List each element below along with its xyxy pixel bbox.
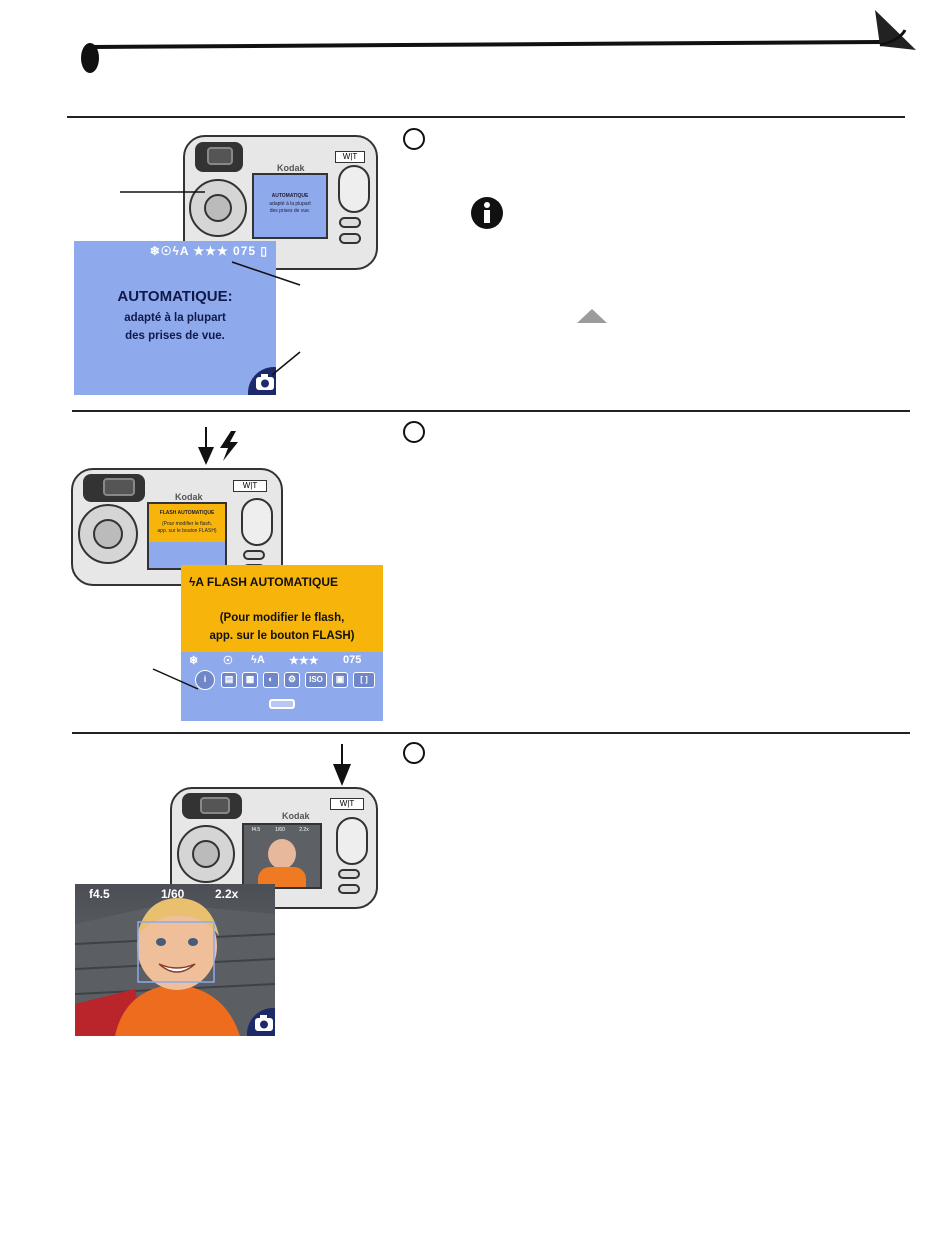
- header-bullet: [81, 43, 99, 73]
- zoom-readout: 2.2x: [215, 887, 239, 901]
- step-marker-2: [403, 421, 425, 443]
- zoom-button: W|T: [233, 480, 267, 492]
- mode-desc-line2: des prises de vue.: [125, 330, 225, 342]
- camera-logo: Kodak: [282, 811, 310, 821]
- mode-title: AUTOMATIQUE:: [117, 288, 233, 305]
- shutter-readout: 1/60: [161, 887, 185, 901]
- flash-mode-header: ϟA FLASH AUTOMATIQUE: [189, 575, 339, 589]
- divider-1: [67, 116, 905, 118]
- lcd-screen-automatique: ❄☉ϟA ★★★ 075 ▯ AUTOMATIQUE: adapté à la …: [74, 241, 276, 395]
- status-flash: ϟA: [251, 654, 265, 666]
- divider-2: [72, 410, 910, 412]
- camera-lcd: AUTOMATIQUE adapté à la plupart des pris…: [252, 173, 328, 239]
- joystick: [93, 519, 123, 549]
- photo-boy: [75, 898, 275, 1036]
- flash-help-line2: app. sur le bouton FLASH): [209, 630, 355, 642]
- info-menu-icon[interactable]: i: [195, 670, 215, 690]
- zoom-button: W|T: [330, 798, 364, 810]
- step-marker-3: [403, 742, 425, 764]
- info-icon: [469, 196, 505, 230]
- focus-icon[interactable]: [ ]: [353, 672, 375, 688]
- header-line: [91, 40, 881, 49]
- status-quality: ★★★: [289, 655, 319, 667]
- camera-lcd: f4.5 1/60 2.2x: [242, 823, 322, 889]
- header-arrow: [875, 10, 916, 50]
- camera-logo: Kodak: [175, 492, 203, 502]
- step-marker-1: [403, 128, 425, 150]
- status-timer: ☉: [223, 655, 233, 667]
- settings-bar: ❄ ☉ ϟA ★★★ 075 i ▤ ▦ ◐ ⚙ ISO ▣ [ ]: [181, 652, 383, 721]
- camera-grip: [338, 165, 370, 213]
- zoom-button: W|T: [335, 151, 365, 163]
- iso-icon[interactable]: ISO: [305, 672, 327, 688]
- flash-icon: [220, 431, 238, 461]
- callout-line-step2: [152, 668, 199, 690]
- joystick: [204, 194, 232, 222]
- joystick: [192, 840, 220, 868]
- lcd-screen-zoom-photo: f4.5 1/60 2.2x: [75, 884, 275, 1036]
- camera-icon: [256, 374, 274, 390]
- menu-icon-3[interactable]: ▦: [242, 672, 258, 688]
- camera-logo: Kodak: [277, 163, 305, 173]
- battery-icon: [269, 699, 295, 709]
- aperture-readout: f4.5: [89, 887, 110, 901]
- camera-grip: [336, 817, 368, 865]
- divider-3: [72, 732, 910, 734]
- header-rule-arrow: [81, 10, 916, 73]
- control-dial: [78, 504, 138, 564]
- control-dial: [177, 825, 235, 883]
- mode-desc-line1: adapté à la plupart: [124, 312, 226, 324]
- press-arrow-zoom: [333, 744, 351, 786]
- lcd-screen-flash: ϟA FLASH AUTOMATIQUE (Pour modifier le f…: [181, 565, 383, 721]
- press-arrow-flash: [198, 427, 214, 465]
- up-arrow-icon: [577, 309, 607, 323]
- flash-help-line1: (Pour modifier le flash,: [219, 612, 345, 624]
- status-self-timer: ❄: [189, 655, 199, 667]
- camera-icon: [255, 1015, 273, 1031]
- camera-grip: [241, 498, 273, 546]
- camera-back-step3: Kodak W|T f4.5 1/60 2.2x: [170, 787, 378, 909]
- menu-icon-5[interactable]: ⚙: [284, 672, 300, 688]
- status-icons: ❄☉ϟA ★★★ 075 ▯: [149, 244, 268, 258]
- menu-icon-7[interactable]: ▣: [332, 672, 348, 688]
- camera-lcd: FLASH AUTOMATIQUE (Pour modifier le flas…: [147, 502, 227, 570]
- callout-lines-step1: [120, 191, 301, 376]
- menu-icon-2[interactable]: ▤: [221, 672, 237, 688]
- status-count: 075: [343, 654, 362, 666]
- menu-icon-4[interactable]: ◐: [263, 672, 279, 688]
